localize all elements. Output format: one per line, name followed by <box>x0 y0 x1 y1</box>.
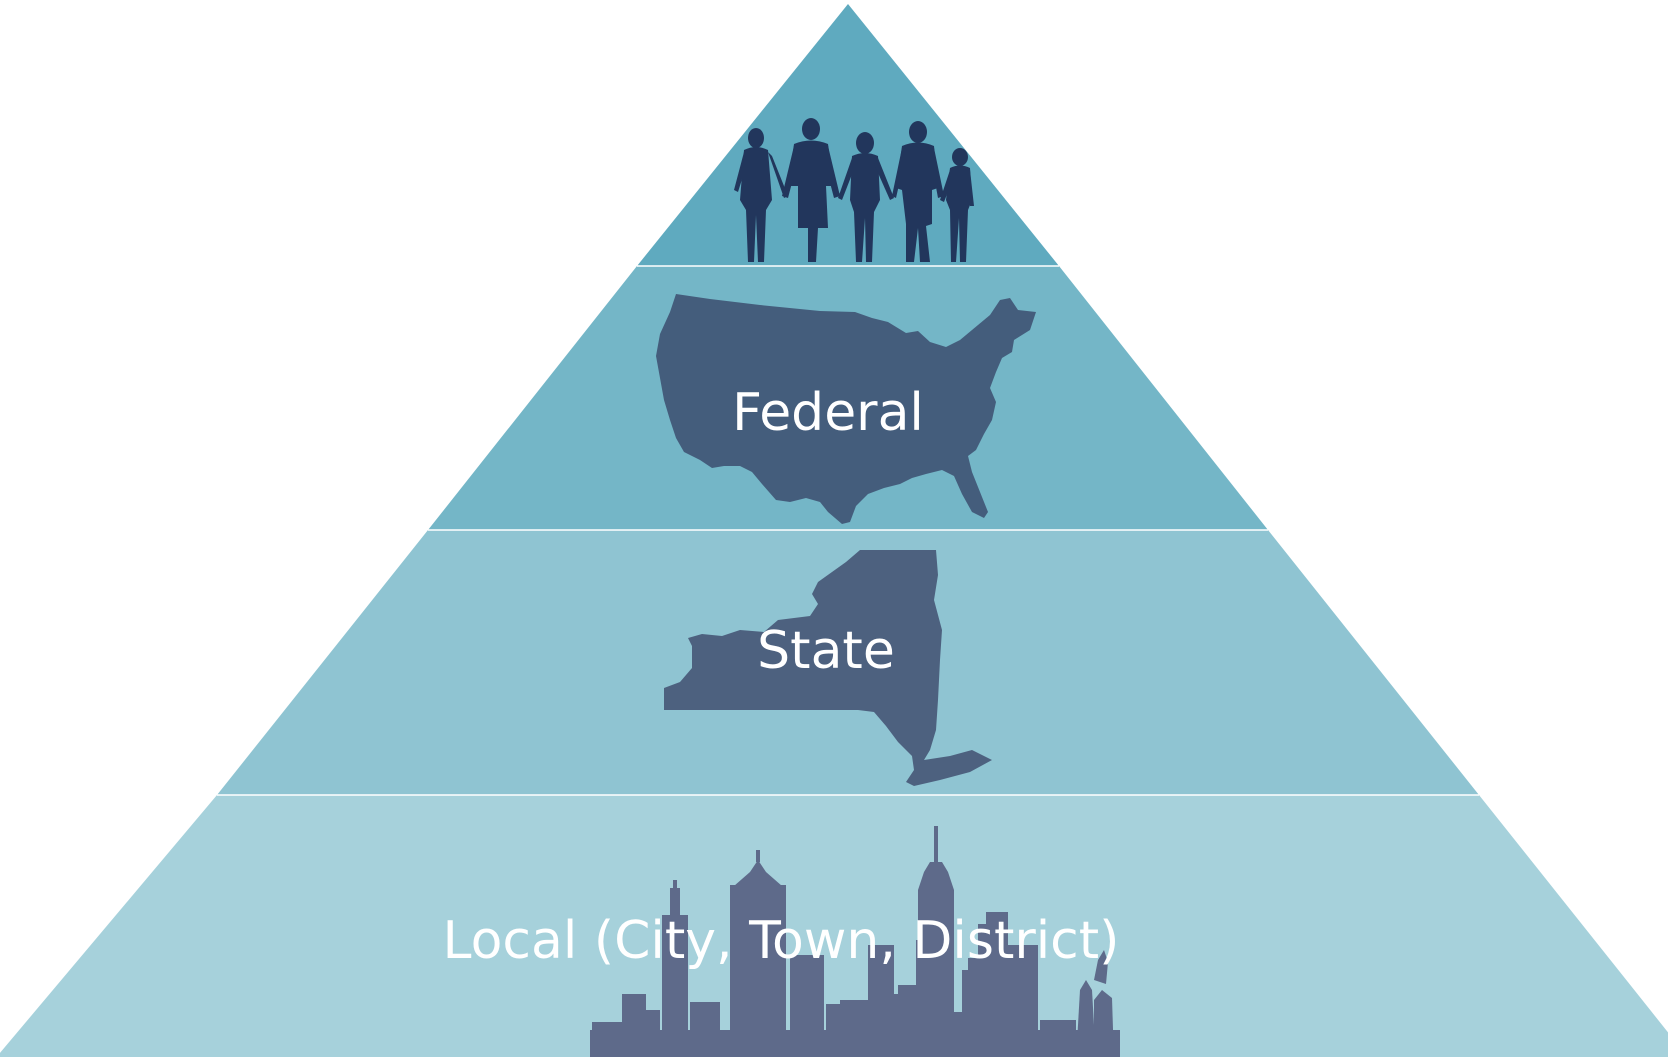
person-silhouette-icon <box>892 121 944 262</box>
new-york-state-map-icon <box>664 550 992 786</box>
tier-label-federal: Federal <box>732 383 924 443</box>
tier-dividers <box>217 265 1479 796</box>
person-silhouette-icon <box>940 148 974 262</box>
people-silhouette-icon <box>734 118 974 262</box>
person-silhouette-icon <box>838 132 894 262</box>
tier-local-band <box>0 795 1668 1057</box>
tier-label-local: Local (City, Town, District) <box>443 911 1120 971</box>
person-silhouette-icon <box>734 128 788 262</box>
city-skyline-icon <box>590 826 1120 1057</box>
usa-map-icon <box>656 294 1036 524</box>
tier-people-band <box>637 4 1059 266</box>
tier-label-state: State <box>757 621 895 681</box>
person-silhouette-icon <box>782 118 840 262</box>
